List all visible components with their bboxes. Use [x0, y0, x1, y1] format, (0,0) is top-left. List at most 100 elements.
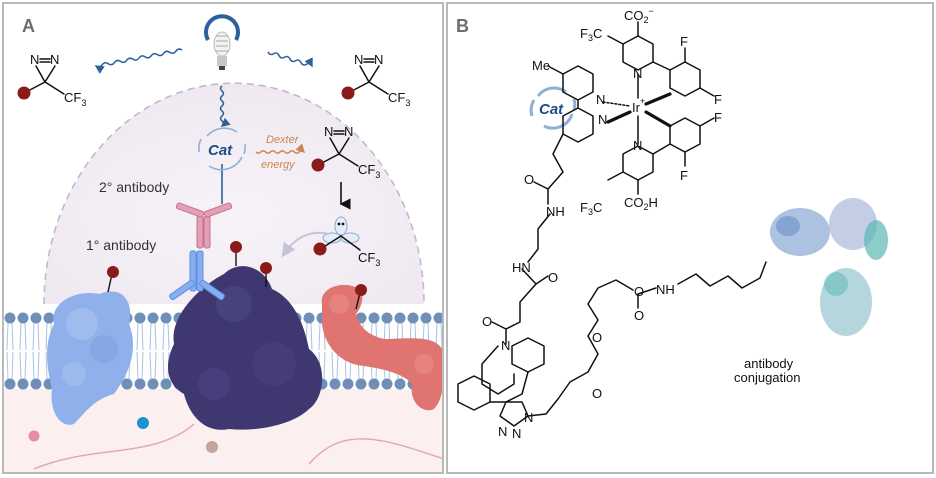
light-wave-down: [219, 85, 231, 127]
lipid-head: [17, 312, 29, 324]
lipid-head: [160, 378, 172, 390]
svg-text:N: N: [598, 112, 607, 127]
svg-text:N: N: [596, 92, 605, 107]
light-wave-right: [267, 51, 313, 68]
diazirine-probe-right: N N CF3: [341, 52, 410, 108]
right-membrane-protein: [321, 284, 442, 411]
panel-a-letter: A: [22, 16, 35, 36]
catalyst-label: Cat: [208, 142, 233, 159]
svg-text:O: O: [482, 314, 492, 329]
svg-text:F: F: [680, 168, 688, 183]
svg-text:F: F: [714, 110, 722, 125]
svg-text:O: O: [592, 330, 602, 345]
svg-text:F3C: F3C: [580, 26, 602, 43]
svg-text:N: N: [501, 338, 510, 353]
lipid-head: [368, 378, 380, 390]
lipid-tail: [32, 322, 40, 351]
lipid-tail: [149, 351, 157, 380]
svg-text:Me: Me: [532, 58, 550, 73]
svg-text:N: N: [344, 124, 353, 139]
probe-label-dot: [355, 284, 367, 296]
small-molecule: [137, 417, 149, 429]
lipid-head: [134, 312, 146, 324]
svg-text:HN: HN: [512, 260, 531, 275]
lipid-tail: [6, 351, 14, 380]
lipid-head: [420, 312, 432, 324]
panel-b: B Cat: [446, 2, 934, 474]
lipid-head: [355, 378, 367, 390]
antibody-structure-image: [770, 198, 888, 336]
svg-text:CF3: CF3: [388, 90, 410, 108]
lipid-head: [368, 312, 380, 324]
left-membrane-protein: [47, 266, 134, 425]
lipid-tail: [136, 351, 144, 380]
lipid-head: [147, 378, 159, 390]
svg-text:F3C: F3C: [580, 200, 602, 217]
conjugation-label-line2: conjugation: [734, 370, 801, 385]
secondary-antibody: [175, 202, 233, 249]
lipid-head: [303, 312, 315, 324]
diazirine-probe-activated: N N CF3: [311, 124, 380, 180]
svg-text:F: F: [714, 92, 722, 107]
svg-text:N: N: [524, 410, 533, 425]
lipid-head: [134, 378, 146, 390]
labeling-arrow: [281, 231, 330, 258]
svg-text:CF3: CF3: [358, 162, 380, 180]
svg-text:CO2−: CO2−: [624, 6, 654, 25]
lipid-tail: [136, 322, 144, 351]
small-molecule: [206, 441, 218, 453]
svg-text:N: N: [30, 52, 39, 67]
svg-text:N: N: [498, 424, 507, 439]
cytoskeleton-fiber: [33, 423, 195, 470]
svg-text:CF3: CF3: [64, 90, 86, 108]
lipid-head: [394, 312, 406, 324]
carbene-intermediate: CF3: [313, 216, 380, 268]
catalyst-cycle-icon: [197, 127, 246, 171]
lipid-head: [394, 378, 406, 390]
svg-text:O: O: [592, 386, 602, 401]
svg-text:O: O: [524, 172, 534, 187]
probe-label-dot: [260, 262, 272, 274]
dexter-label-line1: Dexter: [266, 134, 300, 146]
panel-b-structure: B Cat: [456, 6, 888, 441]
svg-text:O: O: [548, 270, 558, 285]
lipid-head: [147, 312, 159, 324]
small-molecule: [28, 430, 40, 442]
cytoskeleton-fiber: [308, 438, 442, 465]
svg-text:N: N: [354, 52, 363, 67]
svg-text:N: N: [374, 52, 383, 67]
svg-text:N: N: [512, 426, 521, 441]
lipid-head: [30, 378, 42, 390]
lipid-head: [17, 378, 29, 390]
lipid-head: [121, 378, 133, 390]
diazirine-probe-left: N N CF3: [17, 52, 86, 108]
svg-text:CF3: CF3: [358, 250, 380, 268]
svg-text:Ir+: Ir+: [632, 96, 645, 115]
secondary-antibody-label: 2° antibody: [99, 179, 169, 195]
lipid-head: [381, 312, 393, 324]
lipid-head: [4, 378, 16, 390]
dexter-label-line2: energy: [261, 159, 296, 171]
lipid-head: [160, 312, 172, 324]
catalyst-label: Cat: [539, 101, 564, 118]
svg-text:NH: NH: [656, 282, 675, 297]
lipid-head: [30, 312, 42, 324]
primary-antibody-label: 1° antibody: [86, 237, 156, 253]
lipid-head: [381, 378, 393, 390]
lipid-tail: [19, 322, 27, 351]
panel-b-letter: B: [456, 16, 469, 36]
lipid-tail: [149, 322, 157, 351]
svg-text:N: N: [633, 138, 642, 153]
dexter-energy-wave: [255, 143, 306, 154]
labeling-radius-area: [44, 83, 424, 305]
lipid-head: [342, 378, 354, 390]
light-wave-left: [94, 48, 183, 74]
primary-antibody: [169, 250, 225, 301]
panel-a-illustration: Cat Dexter energy 2° antibody 1° antibod…: [4, 14, 442, 472]
probe-label-dot: [230, 241, 242, 253]
lipid-head: [43, 312, 55, 324]
svg-text:N: N: [324, 124, 333, 139]
lipid-tail: [19, 351, 27, 380]
svg-text:CO2H: CO2H: [624, 195, 658, 212]
lipid-head: [407, 312, 419, 324]
